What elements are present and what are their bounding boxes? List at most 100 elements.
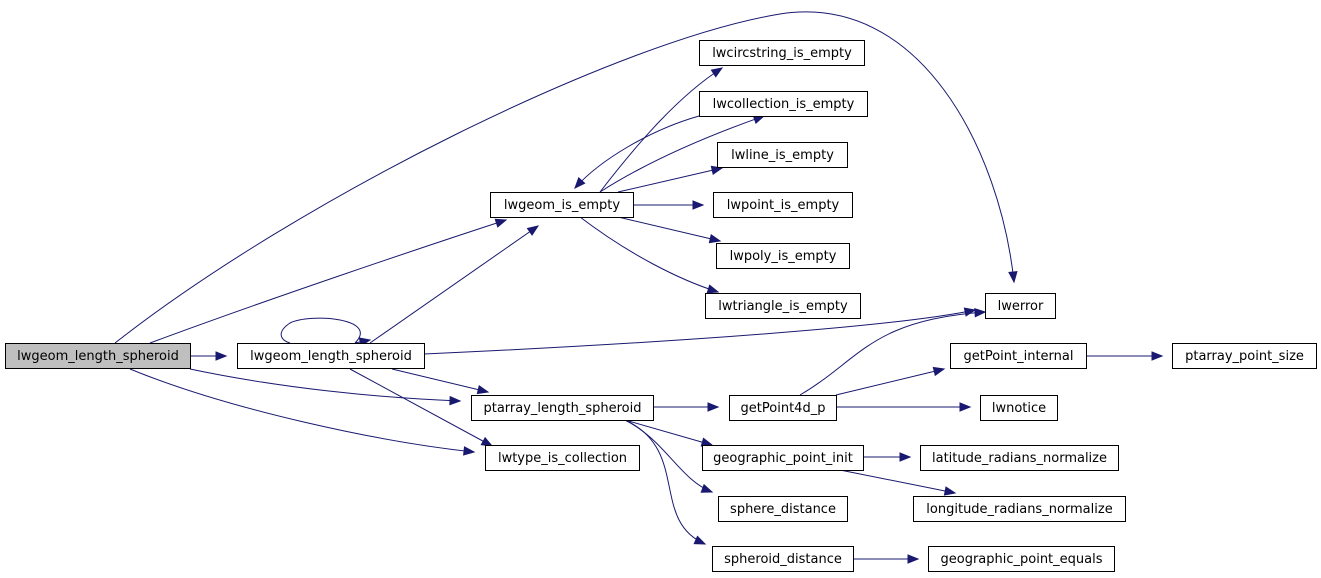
node-lwtriangle_is_empty[interactable]: lwtriangle_is_empty: [705, 293, 861, 319]
edge-arrowhead: [693, 535, 707, 545]
edge-line: [599, 115, 765, 193]
edge-lwcollection_is_empty-to-lwgeom_is_empty: [574, 115, 700, 190]
edge-lwgeom_length_spheroid-to-lwtype_is_collection: [349, 368, 494, 447]
node-lwgeom_length_spheroid[interactable]: lwgeom_length_spheroid: [237, 343, 425, 369]
edge-arrowhead: [574, 177, 586, 190]
node-box[interactable]: [920, 445, 1119, 471]
edge-arrowhead: [1151, 351, 1164, 361]
node-geographic_point_init[interactable]: geographic_point_init: [702, 445, 864, 471]
edge-line: [617, 216, 721, 242]
edge-line: [624, 419, 713, 446]
node-box[interactable]: [985, 293, 1056, 319]
edge-lwgeom_length_spheroid_root-to-lwtype_is_collection: [129, 368, 476, 456]
node-box[interactable]: [913, 496, 1126, 522]
edge-lwgeom_length_spheroid-to-lwerror: [423, 307, 977, 355]
edge-arrowhead: [706, 284, 720, 294]
node-label: lwnotice: [992, 401, 1046, 416]
edge-line: [391, 368, 489, 393]
edge-arrowhead: [710, 165, 724, 175]
node-box[interactable]: [237, 343, 425, 369]
edge-lwgeom_is_empty-to-lwpoly_is_empty: [617, 216, 722, 244]
node-geographic_point_equals[interactable]: geographic_point_equals: [928, 546, 1115, 572]
node-box[interactable]: [712, 546, 854, 572]
node-longitude_radians_normalize[interactable]: longitude_radians_normalize: [913, 496, 1126, 522]
edge-arrowhead: [710, 67, 724, 78]
node-lwpoint_is_empty[interactable]: lwpoint_is_empty: [713, 192, 853, 218]
node-box[interactable]: [717, 142, 848, 168]
edge-line: [149, 219, 507, 344]
edge-ptarray_length_spheroid-to-geographic_point_init: [624, 419, 714, 447]
edge-lwgeom_length_spheroid_root-to-lwgeom_is_empty: [149, 218, 508, 344]
edge-getPoint4d_p-to-lwnotice: [836, 402, 972, 412]
edge-geographic_point_init-to-longitude_radians_normalize: [839, 469, 957, 496]
node-label: ptarray_point_size: [1185, 349, 1304, 364]
edge-lwgeom_length_spheroid-to-lwgeom_length_spheroid: [280, 317, 372, 347]
node-label: getPoint_internal: [963, 349, 1073, 364]
edge-arrowhead: [463, 446, 476, 456]
edge-lwgeom_is_empty-to-lwcircstring_is_empty: [599, 67, 724, 193]
edge-getPoint4d_p-to-lwerror: [799, 308, 987, 396]
node-lwgeom_length_spheroid_root[interactable]: lwgeom_length_spheroid: [5, 343, 191, 369]
edge-arrowhead: [974, 308, 987, 318]
node-ptarray_point_size[interactable]: ptarray_point_size: [1172, 343, 1317, 369]
edge-line: [579, 216, 719, 293]
node-lwgeom_is_empty[interactable]: lwgeom_is_empty: [490, 192, 634, 218]
node-label: lwtype_is_collection: [498, 451, 627, 466]
node-box[interactable]: [713, 192, 853, 218]
node-box[interactable]: [950, 343, 1087, 369]
node-latitude_radians_normalize[interactable]: latitude_radians_normalize: [920, 445, 1119, 471]
node-box[interactable]: [702, 445, 864, 471]
edge-arrowhead: [899, 452, 912, 462]
node-lwnotice[interactable]: lwnotice: [980, 395, 1058, 421]
node-spheroid_distance[interactable]: spheroid_distance: [712, 546, 854, 572]
edge-lwgeom_is_empty-to-lwpoint_is_empty: [633, 200, 705, 210]
edge-line: [624, 419, 706, 545]
edge-spheroid_distance-to-geographic_point_equals: [853, 554, 920, 564]
node-box[interactable]: [5, 343, 191, 369]
node-box[interactable]: [705, 293, 861, 319]
edge-line: [280, 317, 371, 344]
edge-line: [835, 368, 945, 396]
node-box[interactable]: [490, 192, 634, 218]
edge-arrowhead: [907, 554, 920, 564]
node-lwcollection_is_empty[interactable]: lwcollection_is_empty: [699, 91, 868, 117]
edge-arrowhead: [476, 384, 490, 395]
node-sphere_distance[interactable]: sphere_distance: [718, 496, 848, 522]
node-box[interactable]: [699, 91, 868, 117]
node-getPoint4d_p[interactable]: getPoint4d_p: [729, 395, 837, 421]
edge-arrowhead: [700, 483, 714, 493]
node-label: lwgeom_length_spheroid: [250, 349, 412, 364]
node-label: lwcollection_is_empty: [713, 97, 855, 112]
edge-lwgeom_is_empty-to-lwtriangle_is_empty: [579, 216, 720, 294]
node-lwtype_is_collection[interactable]: lwtype_is_collection: [485, 445, 640, 471]
edge-arrowhead: [708, 233, 722, 244]
node-label: ptarray_length_spheroid: [483, 401, 641, 416]
node-box[interactable]: [471, 395, 654, 421]
node-box[interactable]: [1172, 343, 1317, 369]
node-box[interactable]: [980, 395, 1058, 421]
edge-arrowhead: [215, 351, 228, 361]
edge-line: [599, 67, 723, 193]
node-box[interactable]: [485, 445, 640, 471]
edge-ptarray_length_spheroid-to-spheroid_distance: [624, 419, 707, 545]
node-lwerror[interactable]: lwerror: [985, 293, 1056, 319]
node-box[interactable]: [716, 243, 850, 269]
node-label: lwpoly_is_empty: [730, 249, 837, 264]
node-box[interactable]: [718, 496, 848, 522]
node-label: latitude_radians_normalize: [932, 451, 1107, 466]
edge-lwgeom_length_spheroid-to-lwgeom_is_empty: [369, 225, 540, 344]
node-label: lwerror: [998, 299, 1044, 314]
node-lwline_is_empty[interactable]: lwline_is_empty: [717, 142, 848, 168]
node-box[interactable]: [729, 395, 837, 421]
edge-geographic_point_init-to-latitude_radians_normalize: [863, 452, 912, 462]
node-ptarray_length_spheroid[interactable]: ptarray_length_spheroid: [471, 395, 654, 421]
node-lwcircstring_is_empty[interactable]: lwcircstring_is_empty: [699, 40, 865, 66]
edge-arrowhead: [1008, 271, 1018, 284]
node-label: geographic_point_init: [713, 451, 853, 466]
node-box[interactable]: [928, 546, 1115, 572]
edge-line: [114, 11, 1015, 344]
node-box[interactable]: [699, 40, 865, 66]
node-lwpoly_is_empty[interactable]: lwpoly_is_empty: [716, 243, 850, 269]
node-getPoint_internal[interactable]: getPoint_internal: [950, 343, 1087, 369]
edge-arrowhead: [963, 307, 977, 317]
